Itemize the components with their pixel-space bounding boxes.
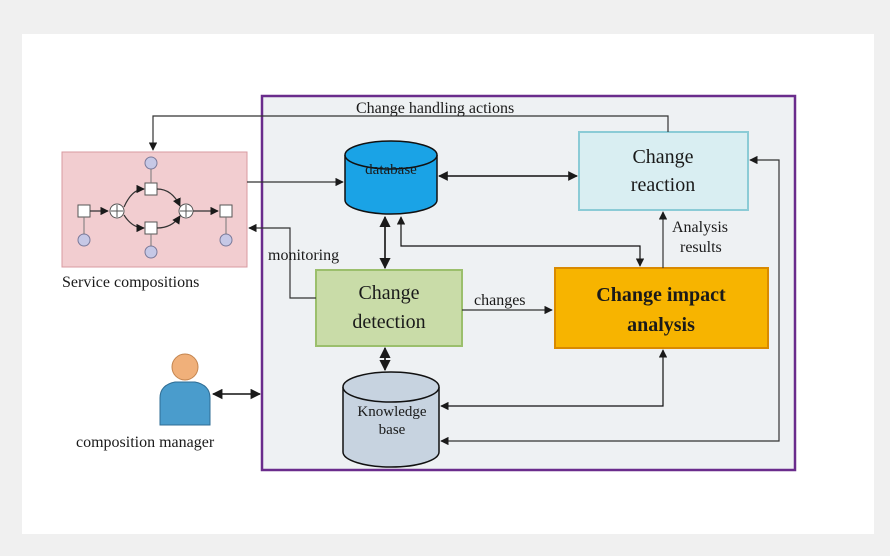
monitoring-arrow — [248, 223, 316, 299]
change-handling-arrow — [148, 115, 669, 151]
change-impact-label: Change impact — [596, 284, 726, 306]
composition-manager-label: composition manager — [76, 434, 215, 451]
change-reaction-label-2: reaction — [631, 174, 695, 196]
analysis-results-label-2: results — [680, 239, 722, 256]
change-impact-label-2: analysis — [627, 314, 695, 336]
service-compositions-box — [61, 151, 248, 268]
person-icon — [159, 353, 211, 426]
change-detection-label-2: detection — [352, 311, 425, 333]
knowledge-base-cylinder — [342, 371, 440, 468]
change-detection-label: Change — [358, 282, 419, 304]
database-label: database — [365, 162, 417, 178]
change-detection-box — [315, 269, 463, 347]
knowledge-base-label: Knowledge — [357, 404, 426, 420]
change-reaction-label: Change — [632, 146, 693, 168]
knowledge-reaction-arrow — [440, 155, 780, 446]
change-reaction-box — [578, 131, 749, 211]
database-cylinder — [344, 140, 438, 215]
monitoring-label: monitoring — [268, 247, 339, 264]
service-compositions-label: Service compositions — [62, 274, 199, 291]
change-handling-label: Change handling actions — [356, 100, 514, 117]
change-impact-box — [554, 267, 769, 349]
knowledge-base-label-2: base — [379, 422, 406, 438]
changes-label: changes — [474, 292, 526, 309]
analysis-results-label: Analysis — [672, 219, 728, 236]
